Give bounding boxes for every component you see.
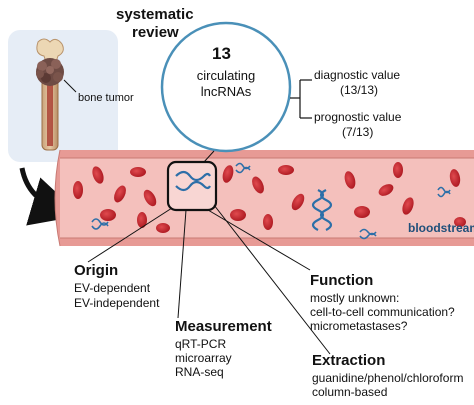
- red-blood-cell: [73, 181, 83, 199]
- red-blood-cell: [100, 209, 116, 221]
- measurement-item: qRT-PCR: [175, 337, 227, 351]
- diagnostic-label: diagnostic value: [314, 68, 401, 82]
- vessel-wall-top: [60, 150, 474, 158]
- red-blood-cell: [454, 217, 466, 227]
- lncrna-icon: [359, 232, 377, 240]
- origin-item: EV-independent: [74, 296, 160, 310]
- red-blood-cell: [344, 171, 356, 189]
- measurement-item: RNA-seq: [175, 365, 224, 379]
- tumor-pointer: [63, 79, 77, 93]
- prognostic-value: (7/13): [342, 125, 374, 139]
- red-blood-cell: [230, 209, 246, 221]
- circle-pointer: [203, 150, 215, 163]
- red-blood-cell: [222, 165, 234, 183]
- red-blood-cell: [449, 169, 461, 187]
- vessel-wall-bottom: [60, 238, 474, 246]
- blood-vessel: [54, 149, 474, 247]
- function-item: micrometastases?: [310, 319, 408, 333]
- red-blood-cell: [252, 176, 264, 194]
- bloodstream-label: bloodstream: [408, 221, 474, 235]
- bone-marrow: [47, 66, 53, 146]
- bone-illustration: [8, 30, 118, 162]
- connector-origin: [87, 207, 173, 263]
- bone-panel: [8, 30, 118, 162]
- red-blood-cell: [130, 167, 146, 177]
- red-blood-cell: [393, 162, 403, 178]
- extraction-item: column-based: [312, 385, 388, 399]
- bone-head: [36, 38, 64, 63]
- connector-function: [207, 209, 311, 271]
- vessel-lumen: [60, 150, 474, 246]
- measurement-item: microarray: [175, 351, 232, 365]
- outcome-bracket: [290, 79, 312, 119]
- red-blood-cell: [92, 166, 104, 184]
- circle-line1: circulating: [196, 68, 256, 83]
- diagnostic-value: (13/13): [340, 83, 379, 97]
- review-title-line1: systematic: [116, 6, 194, 23]
- origin-item: EV-dependent: [74, 281, 151, 295]
- lncrna-icon: [437, 190, 451, 198]
- prognostic-label: prognostic value: [314, 110, 402, 124]
- measurement-heading: Measurement: [175, 318, 272, 335]
- lncrna-icon: [235, 166, 251, 174]
- lncrna-helix-icon: [175, 170, 211, 192]
- extraction-item: guanidine/phenol/chloroform: [312, 371, 464, 385]
- lncrna-molecules: [91, 162, 451, 240]
- red-blood-cell: [263, 214, 273, 230]
- review-circle: [160, 21, 292, 153]
- origin-heading: Origin: [74, 262, 119, 279]
- tumor-mass: [36, 58, 64, 86]
- rna-helix-large: [311, 189, 333, 231]
- red-blood-cell: [278, 165, 294, 175]
- red-blood-cell: [143, 189, 157, 207]
- lncrna-icon: [91, 222, 109, 230]
- extraction-heading: Extraction: [312, 352, 386, 369]
- lncrna-count: 13: [212, 44, 231, 63]
- bone-tumor-label: bone tumor: [78, 92, 134, 104]
- red-blood-cell: [114, 185, 126, 203]
- function-item: mostly unknown:: [310, 291, 400, 305]
- connector-measurement: [177, 209, 187, 319]
- red-blood-cells: [73, 162, 466, 233]
- connector-extraction: [213, 204, 331, 355]
- function-item: cell-to-cell communication?: [310, 305, 455, 319]
- red-blood-cell: [402, 197, 414, 215]
- red-blood-cell: [291, 193, 305, 211]
- red-blood-cell: [156, 223, 170, 233]
- review-title-line2: review: [132, 24, 179, 41]
- red-blood-cell: [378, 184, 394, 196]
- red-blood-cell: [137, 212, 147, 228]
- lncrna-highlight-box: [166, 160, 218, 212]
- red-blood-cell: [354, 206, 370, 218]
- circle-line2: lncRNAs: [200, 84, 252, 99]
- function-heading: Function: [310, 272, 374, 289]
